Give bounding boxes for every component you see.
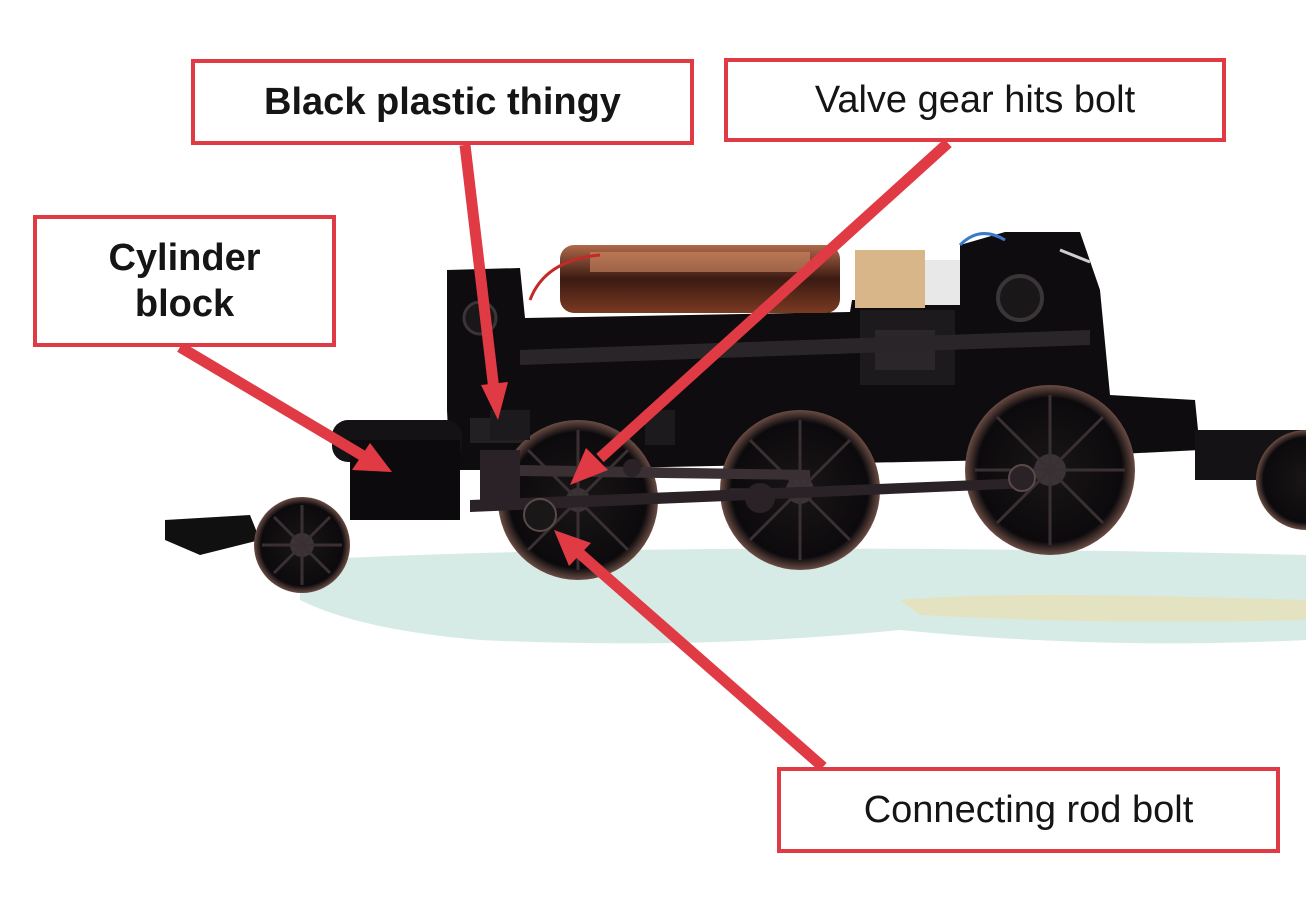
arrow-cylinder-block <box>177 342 373 465</box>
arrow-connecting-rod <box>574 547 827 772</box>
arrowhead-valve-gear <box>570 448 608 485</box>
callout-valve-gear-text: Valve gear hits bolt <box>814 79 1136 121</box>
motor <box>528 232 1006 313</box>
callout-arrows <box>177 138 952 772</box>
arrowhead-cylinder-block <box>352 443 392 472</box>
callout-black-plastic-thingy-text: Black plastic thingy <box>264 81 621 123</box>
callout-cylinder-block-line1: Cylinder <box>108 237 261 279</box>
rear-truck <box>1195 430 1306 530</box>
arrow-black-plastic-thingy <box>459 144 500 391</box>
callout-connecting-rod: Connecting rod bolt <box>777 767 1280 853</box>
callout-valve-gear: Valve gear hits bolt <box>724 58 1226 142</box>
callout-connecting-rod-text: Connecting rod bolt <box>863 789 1194 831</box>
arrow-valve-gear <box>596 138 952 463</box>
arrowhead-black-plastic-thingy <box>481 382 508 420</box>
arrowhead-connecting-rod <box>554 530 591 566</box>
callout-cylinder-block-line2: block <box>134 283 235 325</box>
callout-cylinder-block: Cylinder block <box>33 215 336 347</box>
callout-black-plastic-thingy: Black plastic thingy <box>191 59 694 145</box>
arrow-heads <box>352 382 608 566</box>
